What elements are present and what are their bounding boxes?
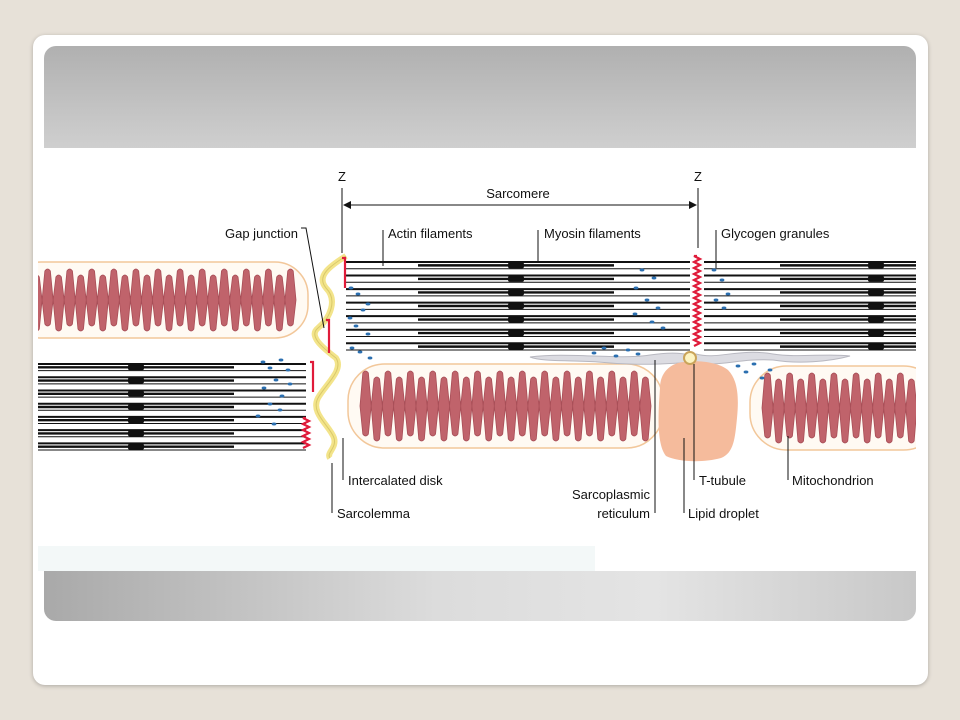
t-tubule (683, 351, 697, 365)
slide-header-band (44, 46, 916, 148)
myosin-filaments-label: Myosin filaments (544, 226, 641, 241)
z-disk-lower-b (300, 416, 312, 449)
lipid-droplet-label: Lipid droplet (688, 506, 759, 521)
mitochondrion-center (347, 363, 664, 449)
z-label-right: Z (694, 169, 702, 184)
filament-bundle-upper-center (346, 261, 690, 351)
z-disk-right (691, 254, 703, 347)
intercalated-disk-label: Intercalated disk (348, 473, 443, 488)
gap-junction-label: Gap junction (225, 226, 298, 241)
gap-junction-leader (301, 227, 325, 329)
sarcolemma (311, 253, 348, 460)
t-tubule-label: T-tubule (699, 473, 746, 488)
actin-filaments-label: Actin filaments (388, 226, 473, 241)
lipid-droplet (658, 361, 738, 462)
slide-footer-band (44, 571, 916, 621)
z-disk-upper-b (326, 318, 331, 353)
sarcolemma-label: Sarcolemma (337, 506, 411, 521)
glycogen-granules-label: Glycogen granules (721, 226, 830, 241)
z-label-left: Z (338, 169, 346, 184)
mitochondrion-label: Mitochondrion (792, 473, 874, 488)
z-disk-upper-a (342, 256, 347, 288)
cardiac-muscle-diagram: Z Z Sarcomere Gap junction Actin filamen… (38, 148, 916, 546)
sarcoplasmic-label-line2: reticulum (597, 506, 650, 521)
sarcoplasmic-label-line1: Sarcoplasmic (572, 487, 651, 502)
mitochondrion-upper-left (38, 261, 309, 339)
glycogen-granules (255, 268, 773, 426)
filament-bundle-upper-right (704, 261, 916, 351)
filament-bundle-lower-left (38, 363, 306, 451)
z-disk-lower-a (310, 360, 315, 392)
caption-strip (38, 546, 595, 571)
mitochondrion-right (749, 365, 916, 451)
sarcomere-label: Sarcomere (486, 186, 550, 201)
